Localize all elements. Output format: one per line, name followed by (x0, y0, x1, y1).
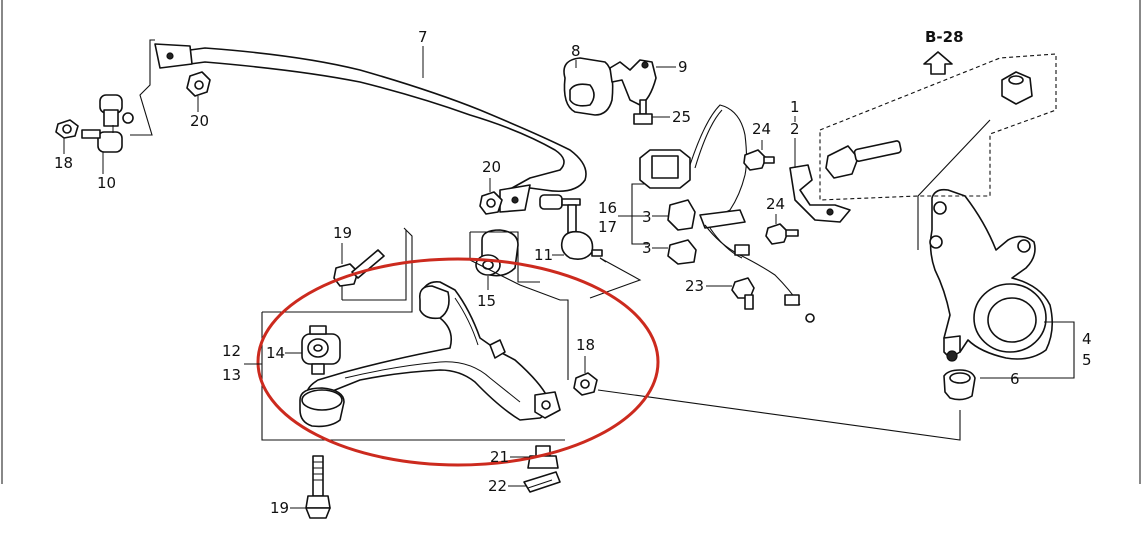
arm-right-lead (469, 232, 569, 380)
callout-2: 2 (790, 120, 800, 138)
callout-18-left: 18 (54, 154, 73, 172)
callout-25: 25 (672, 108, 691, 126)
bushing-15-bracket (470, 231, 540, 283)
nut-18-right (573, 372, 598, 396)
callout-5: 5 (1082, 351, 1092, 369)
callout-1: 1 (790, 98, 800, 116)
bolt-25 (633, 99, 653, 125)
nut-18-left (55, 119, 79, 139)
stabilizer-bar (154, 43, 587, 213)
callout-4: 4 (1082, 330, 1092, 348)
callout-20-top: 20 (190, 112, 209, 130)
callout-19-upper: 19 (333, 224, 352, 242)
callout-16: 16 (598, 199, 617, 217)
bushing-8 (563, 57, 614, 116)
bolt-24-lower (765, 223, 799, 245)
callout-10: 10 (97, 174, 116, 192)
link-lead-line (589, 257, 642, 299)
ref-label: B-28 (925, 28, 964, 46)
boot-6 (943, 369, 976, 401)
knuckle-nut (1001, 71, 1033, 105)
knuckle-bracket-line (980, 321, 1075, 379)
bushing-15 (475, 229, 519, 277)
lower-control-arm (306, 280, 561, 421)
bushing-14 (301, 325, 341, 375)
callout-23: 23 (685, 277, 704, 295)
callout-18-right: 18 (576, 336, 595, 354)
knuckle-lead (917, 119, 991, 250)
callout-21: 21 (490, 448, 509, 466)
abs-sensor-wiring (639, 104, 815, 323)
bolt-24-top (743, 149, 775, 171)
dashed-callout-box (819, 53, 1057, 201)
callout-6: 6 (1010, 370, 1020, 388)
bracket-line-left (130, 39, 155, 136)
callout-8: 8 (571, 42, 581, 60)
callout-19-lower: 19 (270, 499, 289, 517)
callout-24-lower: 24 (766, 195, 785, 213)
callout-17: 17 (598, 218, 617, 236)
bolt-19-lower (305, 455, 331, 519)
callout-12: 12 (222, 342, 241, 360)
bracket-2 (789, 164, 851, 223)
highlight-ellipse (256, 257, 660, 467)
stabilizer-link-left (81, 94, 134, 153)
bracket-9 (609, 59, 657, 106)
bracket-line-16-17 (631, 183, 648, 245)
callout-13: 13 (222, 366, 241, 384)
steering-knuckle (929, 188, 1054, 362)
arm-bracket-line (261, 227, 565, 441)
bolt-23 (731, 277, 755, 310)
callout-24-top: 24 (752, 120, 771, 138)
clip-3-upper (667, 199, 696, 231)
clip-3-lower (667, 239, 697, 265)
plate-22 (523, 471, 561, 493)
callout-3-lower: 3 (642, 239, 652, 257)
callout-14: 14 (266, 344, 285, 362)
callout-11: 11 (534, 246, 553, 264)
nut-20-top (186, 71, 211, 97)
callout-3-upper: 3 (642, 208, 652, 226)
callout-7: 7 (418, 28, 428, 46)
bushing-12-13 (299, 387, 345, 428)
callout-20-mid: 20 (482, 158, 501, 176)
knuckle-bolt (825, 140, 902, 179)
stabilizer-link-right (479, 191, 603, 260)
nut-18-lead (597, 389, 961, 441)
callout-9: 9 (678, 58, 688, 76)
callout-15: 15 (477, 292, 496, 310)
callout-22: 22 (488, 477, 507, 495)
ref-arrow-icon (923, 51, 953, 75)
callouts: 1 2 3 3 4 5 6 7 8 9 10 11 12 13 14 15 16… (54, 28, 1092, 517)
